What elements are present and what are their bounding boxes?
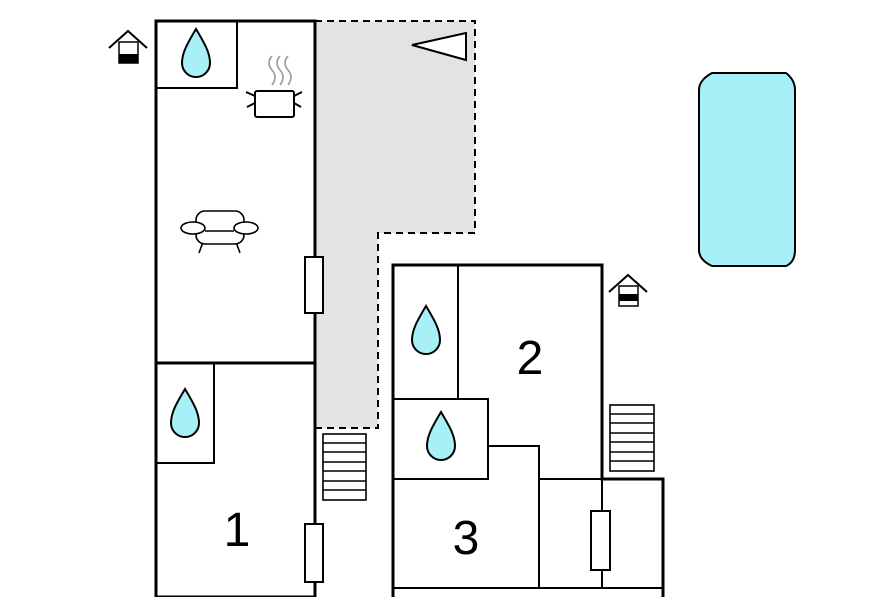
entrance-icon: [608, 273, 648, 307]
water-drop-icon: [169, 387, 201, 438]
sofa-icon: [180, 210, 259, 254]
window: [590, 510, 611, 571]
entrance-icon: [108, 29, 148, 64]
window: [304, 256, 324, 314]
terrace-dashed-border: [315, 20, 476, 429]
pool-shape: [698, 72, 796, 267]
water-drop-icon: [425, 410, 457, 461]
water-drop-icon: [410, 304, 442, 355]
terrace-area: [315, 21, 475, 428]
room-number-1: 1: [224, 504, 251, 557]
water-drop-icon: [180, 27, 212, 78]
stairs-icon: [322, 433, 367, 501]
room-number-3: 3: [453, 512, 480, 565]
window: [304, 523, 324, 583]
stairs-icon: [609, 404, 655, 472]
room-number-2: 2: [517, 332, 544, 385]
cooking-pot-icon: [245, 55, 303, 118]
triangle-marker-icon: [411, 31, 467, 62]
